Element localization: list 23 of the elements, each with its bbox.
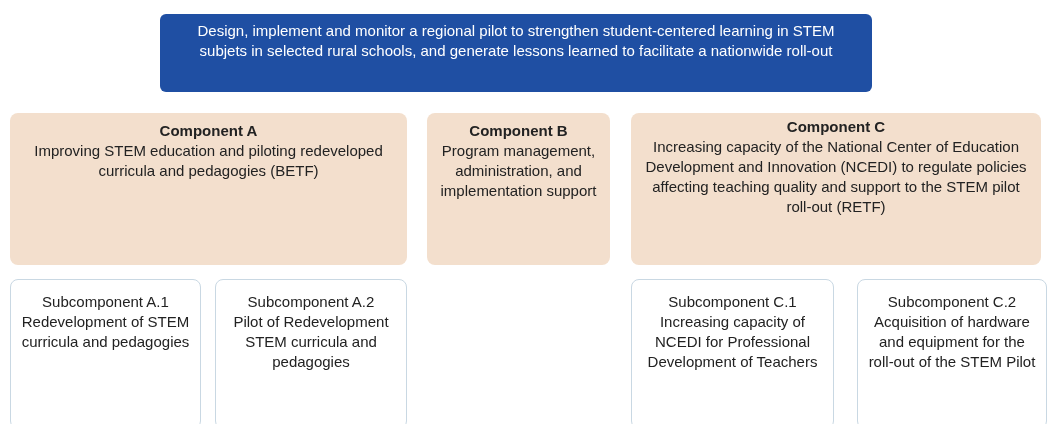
component-heading: Component C [785, 117, 887, 137]
subcomponent-heading: Subcomponent A.2 [246, 292, 376, 312]
description-text: Increasing capacity of the National Center of Education Development and Innovation (NCEDI) to regulate policies affecting teaching quality and support to the STEM pilot roll-out (RETF) [644, 137, 1028, 217]
subcomponent-heading: Subcomponent A.1 [41, 292, 170, 312]
description-text: Improving STEM education and piloting redeveloped curricula and pedagogies (BETF) [33, 141, 384, 181]
subcomponent-box [857, 279, 1047, 424]
description-text: Design, implement and monitor a regional pilot to strengthen student-centered learning in STEM subjets in selected rural schools, and generate lessons learned to facilitate a nationwide roll-out [196, 21, 836, 61]
subcomponent-box [631, 279, 834, 424]
component-box [631, 113, 1041, 265]
component-heading: Component A [158, 121, 259, 141]
subcomponent-heading: Subcomponent C.2 [886, 292, 1018, 312]
goal-box [160, 14, 872, 92]
component-box [10, 113, 407, 265]
description-text: Acquisition of hardware and equipment for the roll-out of the STEM Pilot [867, 312, 1037, 372]
description-text: Redevelopment of STEM curricula and pedagogies [20, 312, 191, 352]
subcomponent-box [215, 279, 407, 424]
component-heading: Component B [468, 121, 569, 141]
component-box [427, 113, 610, 265]
description-text: Increasing capacity of NCEDI for Professional Development of Teachers [646, 312, 819, 372]
subcomponent-box [10, 279, 201, 424]
subcomponent-heading: Subcomponent C.1 [667, 292, 798, 312]
description-text: Pilot of Redevelopment STEM curricula and pedagogies [232, 312, 390, 372]
description-text: Program management, administration, and implementation support [439, 141, 598, 201]
